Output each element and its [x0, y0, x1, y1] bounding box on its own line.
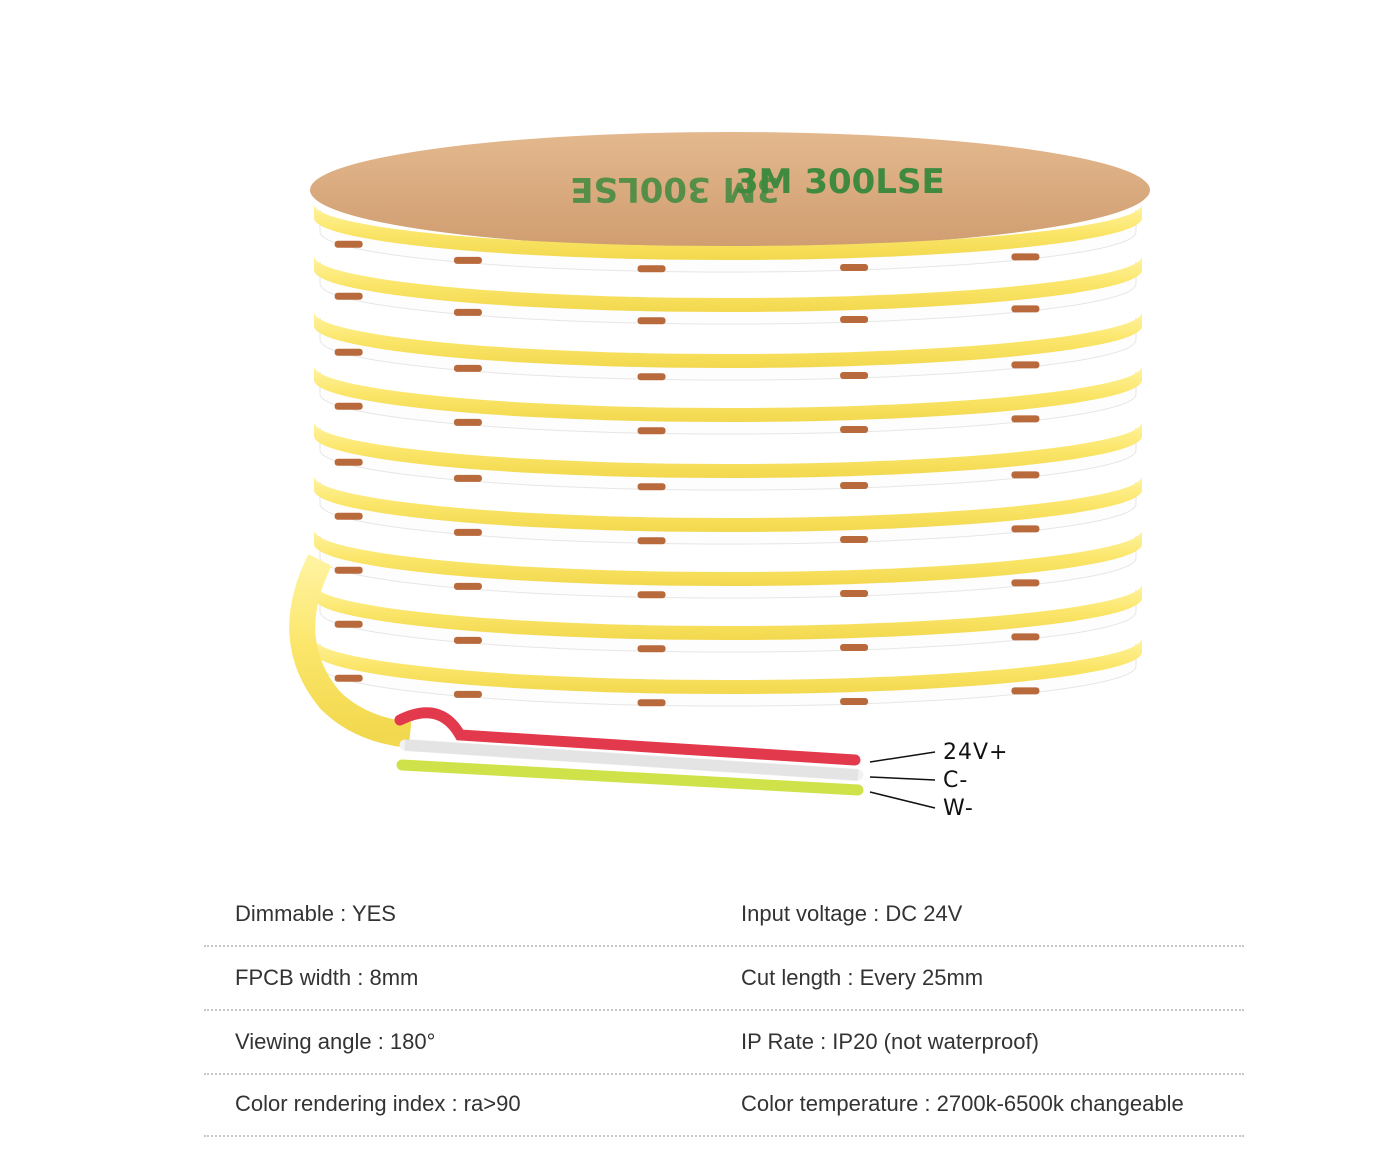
spec-fpcb-width: FPCB width : 8mm	[235, 965, 419, 990]
spec-row: Color rendering index : ra>90 Color temp…	[204, 1073, 1244, 1137]
spec-color-temperature: Color temperature : 2700k-6500k changeab…	[741, 1091, 1184, 1116]
svg-text:3M 300LSE: 3M 300LSE	[570, 169, 780, 209]
spec-input-voltage: Input voltage : DC 24V	[741, 901, 963, 926]
strip-coil	[314, 584, 1142, 653]
spec-color-rendering-index: Color rendering index : ra>90	[235, 1091, 521, 1116]
strip-coil	[314, 422, 1142, 491]
wire-label-24v: 24V+	[943, 740, 1009, 765]
strip-coil	[314, 204, 1142, 273]
strip-coil	[314, 530, 1142, 599]
wire-label-w: W-	[943, 796, 974, 821]
led-strip-reel-icon: 3M 300LSE 3M 300LSE	[289, 132, 1150, 809]
spec-row: Dimmable : YES Input voltage : DC 24V	[204, 883, 1244, 947]
strip-coil	[314, 638, 1142, 707]
strip-coil	[314, 366, 1142, 435]
strip-coil	[314, 476, 1142, 545]
spec-ip-rate: IP Rate : IP20 (not waterproof)	[741, 1029, 1039, 1054]
spec-cut-length: Cut length : Every 25mm	[741, 965, 984, 990]
strip-end	[289, 554, 412, 748]
spec-viewing-angle: Viewing angle : 180°	[235, 1029, 436, 1054]
wire-label-c: C-	[943, 768, 969, 793]
strip-coil	[314, 256, 1142, 325]
spec-row: Viewing angle : 180° IP Rate : IP20 (not…	[204, 1011, 1244, 1075]
strip-coil	[314, 312, 1142, 381]
spec-row: FPCB width : 8mm Cut length : Every 25mm	[204, 947, 1244, 1011]
svg-text:3M 300LSE: 3M 300LSE	[735, 162, 945, 202]
spec-dimmable: Dimmable : YES	[235, 901, 396, 926]
